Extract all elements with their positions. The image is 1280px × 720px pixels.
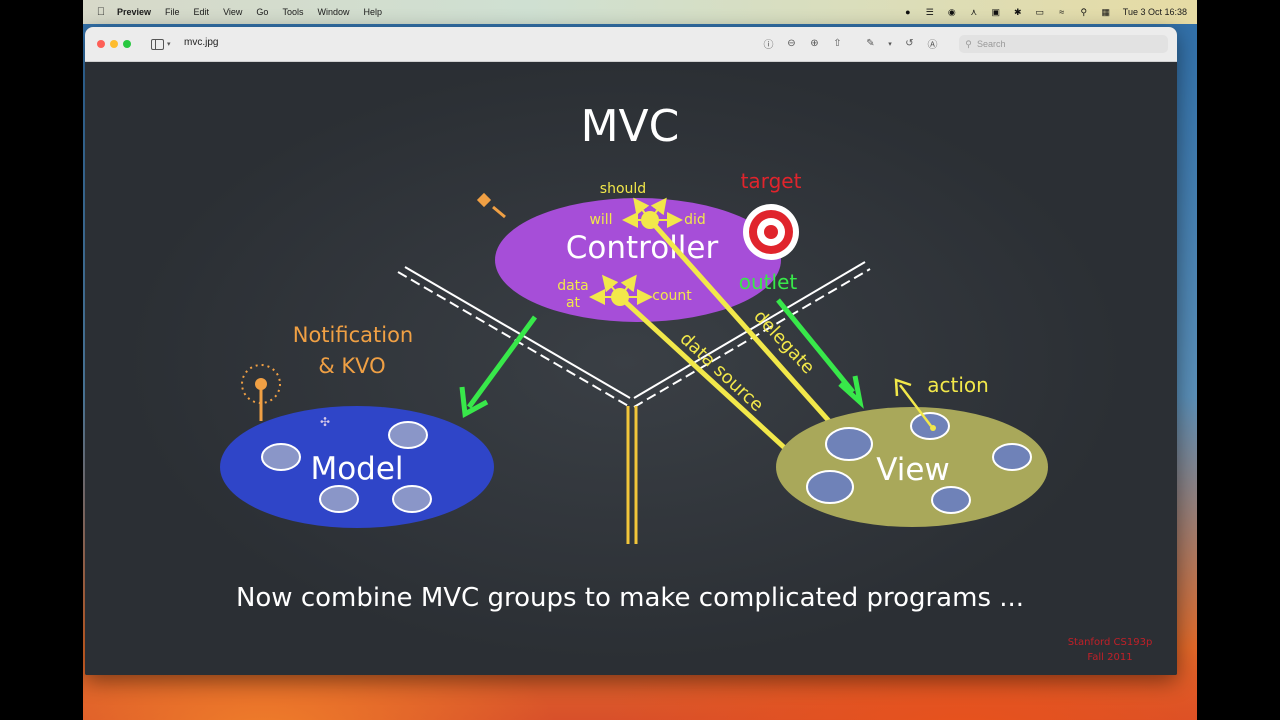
- will-label: will: [589, 212, 612, 228]
- delegate-line: [648, 218, 847, 441]
- window-title: mvc.jpg: [184, 37, 219, 48]
- menu-go[interactable]: Go: [256, 7, 269, 17]
- desktop:  Preview File Edit View Go Tools Window…: [83, 0, 1197, 720]
- search-field[interactable]: ⚲: [959, 35, 1168, 53]
- control-center-icon[interactable]: ▦: [1101, 6, 1111, 17]
- menu-help[interactable]: Help: [363, 7, 382, 17]
- sidebar-toggle-button[interactable]: ▾: [151, 37, 173, 51]
- model-object: [319, 485, 359, 513]
- image-canvas[interactable]: MVC Controller should: [85, 62, 1177, 675]
- controller-ellipse: [495, 198, 781, 322]
- markup-icon[interactable]: Ⓐ: [927, 40, 938, 51]
- kvo-label: & KVO: [318, 354, 385, 378]
- slide-title: MVC: [581, 101, 680, 152]
- window-toolbar: ▾ mvc.jpg ⓘ ⊖ ⊕ ⇧ ✎ ▾ ↺ Ⓐ ⚲: [85, 27, 1177, 62]
- share-icon[interactable]: ⇧: [833, 38, 842, 49]
- mvc-diagram: MVC Controller should: [220, 101, 1153, 663]
- controller-antenna: [492, 205, 506, 219]
- spotlight-search-icon[interactable]: ⚲: [1080, 6, 1088, 17]
- toolbar-buttons: ⓘ ⊖ ⊕ ⇧ ✎ ▾ ↺ Ⓐ: [761, 36, 948, 51]
- count-label: count: [652, 288, 692, 304]
- bluetooth-icon[interactable]: ✱: [1014, 6, 1022, 17]
- target-icon: [743, 204, 799, 260]
- view-object: [825, 427, 873, 461]
- view-object: [992, 443, 1032, 471]
- at-label: at: [566, 295, 581, 311]
- data-label: data: [557, 278, 589, 294]
- cursor-crosshair-icon: ✣: [320, 415, 330, 429]
- battery-icon[interactable]: ▭: [1035, 6, 1045, 17]
- markup-pen-icon[interactable]: ✎: [866, 38, 875, 49]
- fullscreen-window-button[interactable]: [123, 40, 131, 48]
- action-arrow: [894, 378, 936, 431]
- zoom-in-icon[interactable]: ⊕: [810, 38, 819, 49]
- slide-caption: Now combine MVC groups to make complicat…: [236, 583, 1024, 613]
- target-label: target: [741, 169, 802, 193]
- did-label: did: [684, 212, 706, 228]
- status-area: ● ☰ ◉ ⋏ ▣ ✱ ▭ ≈ ⚲ ▦ Tue 3 Oct 16:38: [891, 0, 1187, 24]
- controller-label: Controller: [566, 230, 719, 266]
- controller-antenna-tip: [476, 192, 492, 208]
- network-icon[interactable]: ⋏: [970, 6, 978, 17]
- menu-edit[interactable]: Edit: [193, 7, 210, 17]
- outlet-arrow: [776, 298, 864, 409]
- should-label: should: [600, 181, 646, 197]
- menu-app-name[interactable]: Preview: [117, 7, 152, 17]
- search-icon: ⚲: [965, 38, 972, 49]
- window-controls: [97, 40, 136, 48]
- credit-line-1: Stanford CS193p: [1068, 637, 1153, 648]
- menu-tools[interactable]: Tools: [282, 7, 304, 17]
- info-icon[interactable]: ⓘ: [763, 40, 774, 51]
- data-source-label: data source: [676, 328, 768, 416]
- view-label: View: [876, 452, 950, 488]
- search-input[interactable]: [977, 39, 1157, 49]
- menu-list: Preview File Edit View Go Tools Window H…: [117, 7, 396, 17]
- controller-to-model-arrow: [459, 315, 538, 418]
- menu-view[interactable]: View: [223, 7, 243, 17]
- rotate-icon[interactable]: ↺: [905, 38, 914, 49]
- chevron-down-icon[interactable]: ▾: [888, 40, 892, 48]
- stack-icon[interactable]: ☰: [925, 6, 934, 17]
- menu-bar:  Preview File Edit View Go Tools Window…: [83, 0, 1197, 24]
- zoom-out-icon[interactable]: ⊖: [787, 38, 796, 49]
- menu-window[interactable]: Window: [317, 7, 350, 17]
- minimize-window-button[interactable]: [110, 40, 118, 48]
- preview-window: ▾ mvc.jpg ⓘ ⊖ ⊕ ⇧ ✎ ▾ ↺ Ⓐ ⚲: [85, 27, 1177, 675]
- menu-file[interactable]: File: [165, 7, 180, 17]
- keyboard-input-icon[interactable]: ▣: [991, 6, 1001, 17]
- model-label: Model: [310, 451, 403, 487]
- circle-icon[interactable]: ◉: [947, 6, 956, 17]
- credit-line-2: Fall 2011: [1087, 652, 1132, 663]
- wifi-icon[interactable]: ≈: [1059, 7, 1065, 17]
- view-object: [931, 486, 971, 514]
- apple-icon[interactable]: : [93, 4, 109, 20]
- chevron-down-icon: ▾: [167, 41, 171, 48]
- model-object: [392, 485, 432, 513]
- view-object: [806, 470, 854, 504]
- outlet-label: outlet: [739, 270, 798, 294]
- sidebar-icon: [151, 38, 164, 50]
- model-object: [388, 421, 428, 449]
- action-label: action: [927, 373, 989, 397]
- menu-clock[interactable]: Tue 3 Oct 16:38: [1122, 7, 1187, 17]
- notification-label: Notification: [293, 323, 414, 347]
- mvc-slide: MVC Controller should: [85, 62, 1177, 675]
- record-icon[interactable]: ●: [905, 7, 911, 17]
- broadcast-icon: [241, 364, 281, 421]
- model-object: [261, 443, 301, 471]
- close-window-button[interactable]: [97, 40, 105, 48]
